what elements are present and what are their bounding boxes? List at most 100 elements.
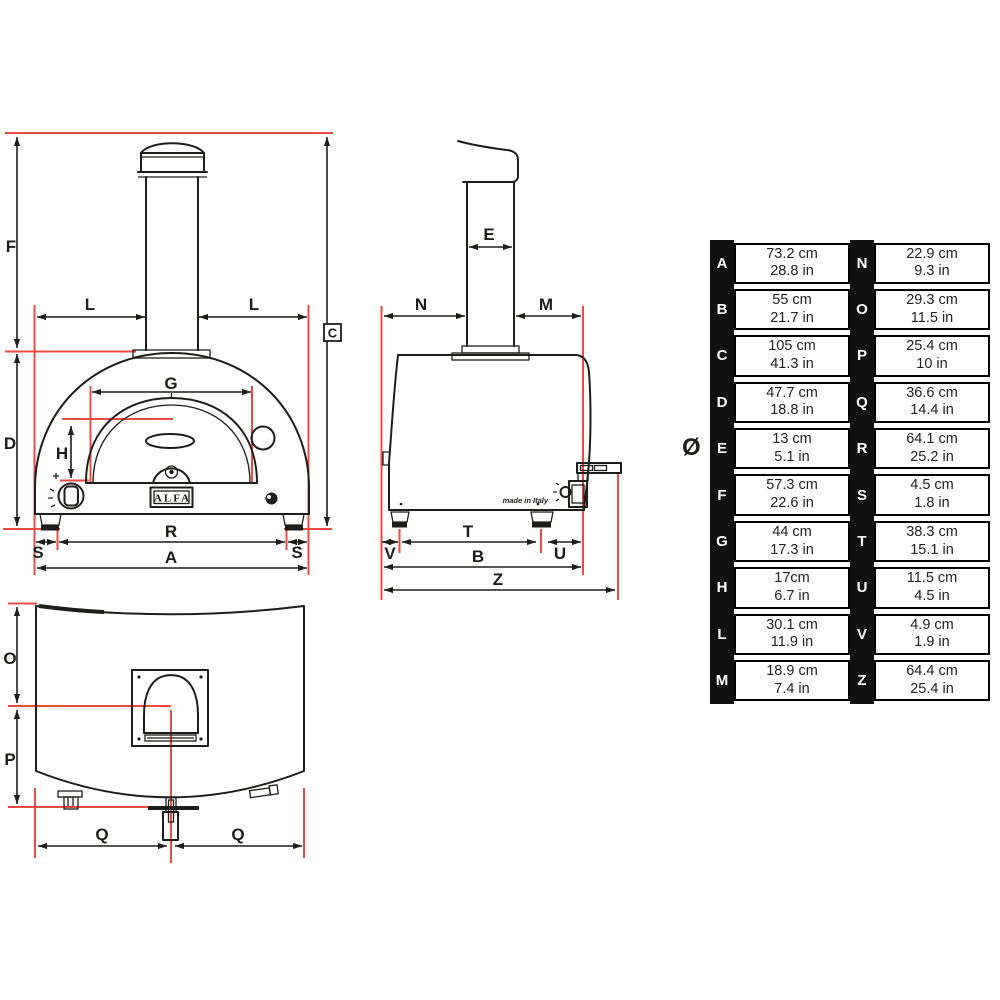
dim-in: 11.5 in bbox=[910, 309, 954, 326]
dim-letter-cell: O bbox=[850, 286, 874, 333]
dim-value-cell: 64.4 cm 25.4 in bbox=[874, 660, 990, 702]
dim-in: 14.4 in bbox=[910, 402, 954, 419]
dim-cm: 4.9 cm bbox=[910, 616, 954, 633]
dim-value-cell: 25.4 cm 10 in bbox=[874, 335, 990, 377]
dim-value-cell: 105 cm 41.3 in bbox=[734, 335, 850, 377]
dim-label-v: V bbox=[384, 544, 396, 563]
dim-in: 6.7 in bbox=[774, 587, 810, 604]
dim-value-cell: 36.6 cm 14.4 in bbox=[874, 381, 990, 424]
dim-letter-cell: G bbox=[710, 518, 734, 565]
dim-cm: 73.2 cm bbox=[766, 245, 818, 262]
pilot-light bbox=[164, 465, 179, 479]
dim-value-cell: 64.1 cm 25.2 in bbox=[874, 428, 990, 470]
dim-letter-cell: D bbox=[710, 379, 734, 426]
knob-flame-marks bbox=[48, 473, 59, 508]
side-hinge bbox=[382, 451, 389, 466]
dim-letter-cell: E bbox=[710, 425, 734, 472]
dim-cm: 25.4 cm bbox=[906, 338, 958, 355]
table-row: F 57.3 cm 22.6 in S 4.5 cm 1.8 in bbox=[710, 471, 990, 519]
front-left-foot bbox=[39, 513, 62, 526]
made-in-italy-text: made in Italy bbox=[503, 496, 549, 505]
side-chimney-flange bbox=[451, 352, 530, 361]
dim-label-h: H bbox=[56, 444, 68, 463]
table-row: A 73.2 cm 28.8 in N 22.9 cm 9.3 in bbox=[710, 240, 990, 287]
dim-cm: 18.9 cm bbox=[766, 663, 818, 680]
table-row: C 105 cm 41.3 in P 25.4 cm 10 in bbox=[710, 332, 990, 380]
dim-in: 7.4 in bbox=[774, 680, 810, 697]
side-right-foot bbox=[530, 511, 554, 523]
dim-cm: 64.1 cm bbox=[906, 431, 958, 448]
dim-value-cell: 11.5 cm 4.5 in bbox=[874, 567, 990, 609]
dim-label-s-left: S bbox=[32, 543, 43, 562]
dim-cm: 55 cm bbox=[772, 291, 812, 308]
dim-in: 10 in bbox=[916, 355, 948, 372]
dim-label-u: U bbox=[554, 544, 566, 563]
dim-label-s-right: S bbox=[291, 543, 302, 562]
dim-cm: 44 cm bbox=[772, 523, 812, 540]
dim-label-g: G bbox=[164, 374, 177, 393]
dim-letter-cell: A bbox=[710, 240, 734, 287]
dim-label-q-right: Q bbox=[231, 825, 244, 844]
dim-value-cell: 57.3 cm 22.6 in bbox=[734, 474, 850, 516]
dim-letter-cell: B bbox=[710, 286, 734, 333]
dim-label-r: R bbox=[165, 522, 177, 541]
dim-label-p: P bbox=[4, 750, 15, 769]
dim-label-q-left: Q bbox=[95, 825, 108, 844]
dim-value-cell: 13 cm 5.1 in bbox=[734, 428, 850, 470]
dim-letter-cell: V bbox=[850, 611, 874, 658]
pilot-bump bbox=[152, 467, 191, 484]
table-row: H 17cm 6.7 in U 11.5 cm 4.5 in bbox=[710, 564, 990, 612]
dim-cm: 47.7 cm bbox=[766, 384, 818, 401]
alfa-logo-plate bbox=[149, 486, 194, 508]
front-view-drawing: ALFA F C D L L G H R S bbox=[3, 132, 342, 575]
dim-cm: 30.1 cm bbox=[766, 616, 818, 633]
dim-letter-cell: H bbox=[710, 564, 734, 612]
dim-letter-cell: T bbox=[850, 518, 874, 565]
dim-label-o: O bbox=[3, 649, 16, 668]
dim-cm: 29.3 cm bbox=[906, 291, 958, 308]
dim-in: 1.9 in bbox=[914, 634, 950, 651]
dim-in: 9.3 in bbox=[914, 263, 950, 280]
dim-in: 25.4 in bbox=[910, 680, 954, 697]
dim-cm: 13 cm bbox=[772, 431, 812, 448]
dim-label-e: E bbox=[483, 225, 494, 244]
dim-value-cell: 38.3 cm 15.1 in bbox=[874, 520, 990, 563]
gas-valve bbox=[568, 480, 588, 508]
igniter-button bbox=[265, 492, 278, 505]
bottom-base-outline bbox=[35, 605, 305, 799]
table-row: E 13 cm 5.1 in R 64.1 cm 25.2 in bbox=[710, 425, 990, 472]
dim-in: 21.7 in bbox=[770, 309, 814, 326]
dim-label-t: T bbox=[463, 522, 474, 541]
dim-in: 11.9 in bbox=[770, 634, 814, 651]
dim-letter-cell: C bbox=[710, 332, 734, 380]
dim-cm: 36.6 cm bbox=[906, 384, 958, 401]
dim-value-cell: 55 cm 21.7 in bbox=[734, 288, 850, 331]
dim-label-b: B bbox=[472, 547, 484, 566]
dim-in: 15.1 in bbox=[910, 541, 954, 558]
dim-in: 28.8 in bbox=[770, 263, 814, 280]
dim-letter-cell: N bbox=[850, 240, 874, 287]
table-row: B 55 cm 21.7 in O 29.3 cm 11.5 in bbox=[710, 286, 990, 333]
table-row: M 18.9 cm 7.4 in Z 64.4 cm 25.4 in bbox=[710, 657, 990, 704]
dim-label-f: F bbox=[6, 237, 16, 256]
bottom-right-fitting bbox=[248, 784, 279, 799]
dim-in: 5.1 in bbox=[774, 448, 810, 465]
dim-value-cell: 18.9 cm 7.4 in bbox=[734, 660, 850, 702]
dim-in: 25.2 in bbox=[910, 448, 954, 465]
dim-label-l-right: L bbox=[249, 295, 259, 314]
dim-cm: 22.9 cm bbox=[906, 245, 958, 262]
dim-letter-cell: L bbox=[710, 611, 734, 658]
dim-in: 1.8 in bbox=[914, 495, 950, 512]
thermometer-hole bbox=[250, 425, 276, 451]
dim-in: 22.6 in bbox=[770, 495, 814, 512]
dim-letter-cell: M bbox=[710, 657, 734, 704]
dim-letter-cell: F bbox=[710, 471, 734, 519]
dim-cm: 17cm bbox=[774, 570, 810, 587]
dim-value-cell: 29.3 cm 11.5 in bbox=[874, 288, 990, 331]
gas-knob bbox=[57, 482, 85, 510]
table-row: G 44 cm 17.3 in T 38.3 cm 15.1 in bbox=[710, 518, 990, 565]
dim-label-c: C bbox=[328, 326, 338, 341]
dim-value-cell: 4.5 cm 1.8 in bbox=[874, 474, 990, 516]
